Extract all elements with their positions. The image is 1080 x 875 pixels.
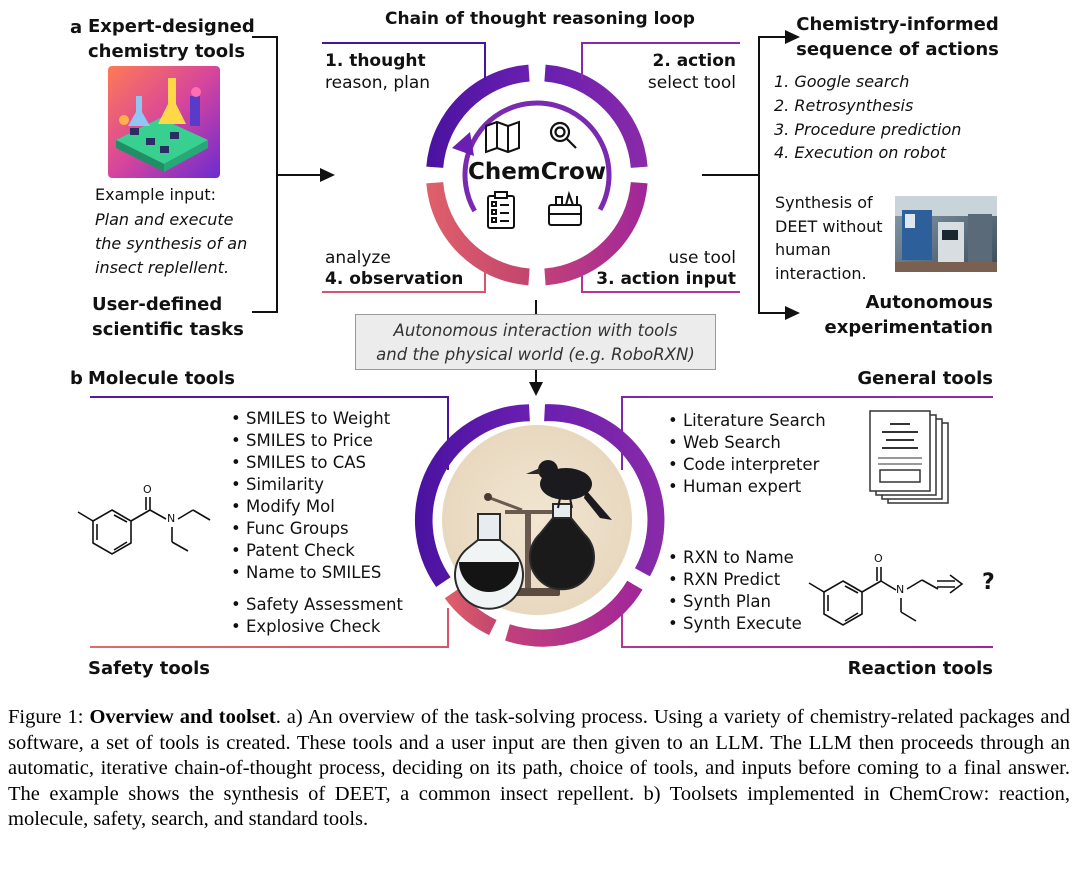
deet-molecule-left xyxy=(77,497,211,555)
atom-label-nitrogen-left: N xyxy=(167,512,176,525)
list-item: Synth Execute xyxy=(668,613,802,635)
sequence-step-3: 3. Procedure prediction xyxy=(774,120,962,139)
input-bracket xyxy=(252,36,322,313)
chemcrow-label: ChemCrow xyxy=(467,159,607,185)
ring-segment-reaction xyxy=(505,580,643,647)
down-arrow-head xyxy=(529,382,543,396)
user-defined-tasks-label: User-defined scientific tasks xyxy=(92,294,244,340)
list-item: Safety Assessment xyxy=(231,594,403,616)
list-item: Human expert xyxy=(668,476,826,498)
map-icon xyxy=(485,120,520,154)
list-item: SMILES to Weight xyxy=(231,408,390,430)
list-item: Patent Check xyxy=(231,540,390,562)
caption-bold: Overview and toolset xyxy=(89,706,276,728)
figure-caption: Figure 1: Overview and toolset. a) An ov… xyxy=(8,705,1070,833)
checklist-icon xyxy=(487,191,515,229)
input-arrow-head xyxy=(320,168,335,182)
interaction-line-1: Autonomous interaction with tools xyxy=(393,321,678,340)
list-item: Name to SMILES xyxy=(231,562,390,584)
list-item: SMILES to CAS xyxy=(231,452,390,474)
autonomous-label: Autonomous experimentation xyxy=(824,292,993,338)
step-observation-title: 4. observation xyxy=(325,269,464,289)
ring-segment-action-input xyxy=(544,182,648,286)
step-action-input-title: 3. action input xyxy=(596,269,736,289)
sequence-step-4: 4. Execution on robot xyxy=(774,143,947,162)
molecule-tools-title: Molecule tools xyxy=(88,368,236,389)
general-tools-list: Literature Search Web Search Code interp… xyxy=(668,410,826,498)
document-stack-icon xyxy=(869,410,949,504)
molecule-tools-list: SMILES to Weight SMILES to Price SMILES … xyxy=(231,408,390,584)
synthesis-text: Synthesis of DEET without human interact… xyxy=(775,193,883,283)
caption-text: . a) An overview of the task-solving pro… xyxy=(8,706,1071,830)
list-item: Similarity xyxy=(231,474,390,496)
ring-segment-general xyxy=(544,404,665,577)
list-item: RXN Predict xyxy=(668,569,802,591)
step-action-subtitle: select tool xyxy=(647,73,736,93)
ring-segment-observation xyxy=(426,182,530,286)
list-item: SMILES to Price xyxy=(231,430,390,452)
safety-tools-list: Safety Assessment Explosive Check xyxy=(231,594,403,638)
list-item: RXN to Name xyxy=(668,547,802,569)
sequence-title: Chemistry-informed sequence of actions xyxy=(796,14,999,60)
panel-a-letter: a xyxy=(70,17,83,38)
list-item: Explosive Check xyxy=(231,616,403,638)
chemistry-tools-illustration xyxy=(108,66,220,178)
loop-title: Chain of thought reasoning loop xyxy=(385,9,695,29)
step-thought-subtitle: reason, plan xyxy=(325,73,431,93)
list-item: Func Groups xyxy=(231,518,390,540)
list-item: Synth Plan xyxy=(668,591,802,613)
output-arrow-top xyxy=(785,30,800,44)
interaction-box: Autonomous interaction with tools and th… xyxy=(355,314,716,370)
step-thought-title: 1. thought xyxy=(325,51,426,71)
toolset-ring xyxy=(414,404,665,647)
sequence-step-2: 2. Retrosynthesis xyxy=(774,96,914,115)
example-input-text: Plan and execute the synthesis of an ins… xyxy=(95,210,248,277)
reaction-tools-title: Reaction tools xyxy=(847,658,993,679)
list-item: Web Search xyxy=(668,432,826,454)
sequence-step-1: 1. Google search xyxy=(774,72,910,91)
ring-segment-molecule xyxy=(414,404,530,587)
caption-prefix: Figure 1: xyxy=(8,706,90,728)
ring-segment-safety xyxy=(444,588,497,636)
atom-label-oxygen-left: O xyxy=(143,483,152,496)
list-item: Modify Mol xyxy=(231,496,390,518)
deet-molecule-right xyxy=(808,567,939,626)
interaction-line-2: and the physical world (e.g. RoboRXN) xyxy=(376,345,695,364)
atom-label-oxygen-right: O xyxy=(874,552,883,565)
atom-label-nitrogen-right: N xyxy=(896,583,905,596)
expert-tools-label: Expert-designed chemistry tools xyxy=(88,16,255,62)
safety-tools-title: Safety tools xyxy=(88,658,210,679)
toolbox-icon xyxy=(548,190,582,226)
magnifier-icon xyxy=(549,121,577,149)
flask-crow-illustration xyxy=(454,460,612,610)
list-item: Literature Search xyxy=(668,410,826,432)
step-action-input-subtitle: use tool xyxy=(668,248,736,268)
output-arrow-bottom xyxy=(785,306,800,320)
reaction-tools-list: RXN to Name RXN Predict Synth Plan Synth… xyxy=(668,547,802,635)
ring-segment-action xyxy=(544,64,648,168)
list-item: Code interpreter xyxy=(668,454,826,476)
step-action-title: 2. action xyxy=(652,51,737,71)
reaction-arrow-icon xyxy=(937,574,964,594)
panel-b-letter: b xyxy=(70,368,83,389)
general-tools-title: General tools xyxy=(857,368,993,389)
ring-segment-thought xyxy=(426,64,530,168)
question-mark: ? xyxy=(982,570,995,595)
reasoning-ring xyxy=(426,64,648,286)
output-bracket xyxy=(702,36,786,314)
example-input-label: Example input: xyxy=(95,185,217,204)
loop-arrow-icon xyxy=(452,132,474,156)
step-lines xyxy=(322,42,740,293)
lab-photo xyxy=(895,196,997,272)
step-observation-subtitle: analyze xyxy=(325,248,391,268)
